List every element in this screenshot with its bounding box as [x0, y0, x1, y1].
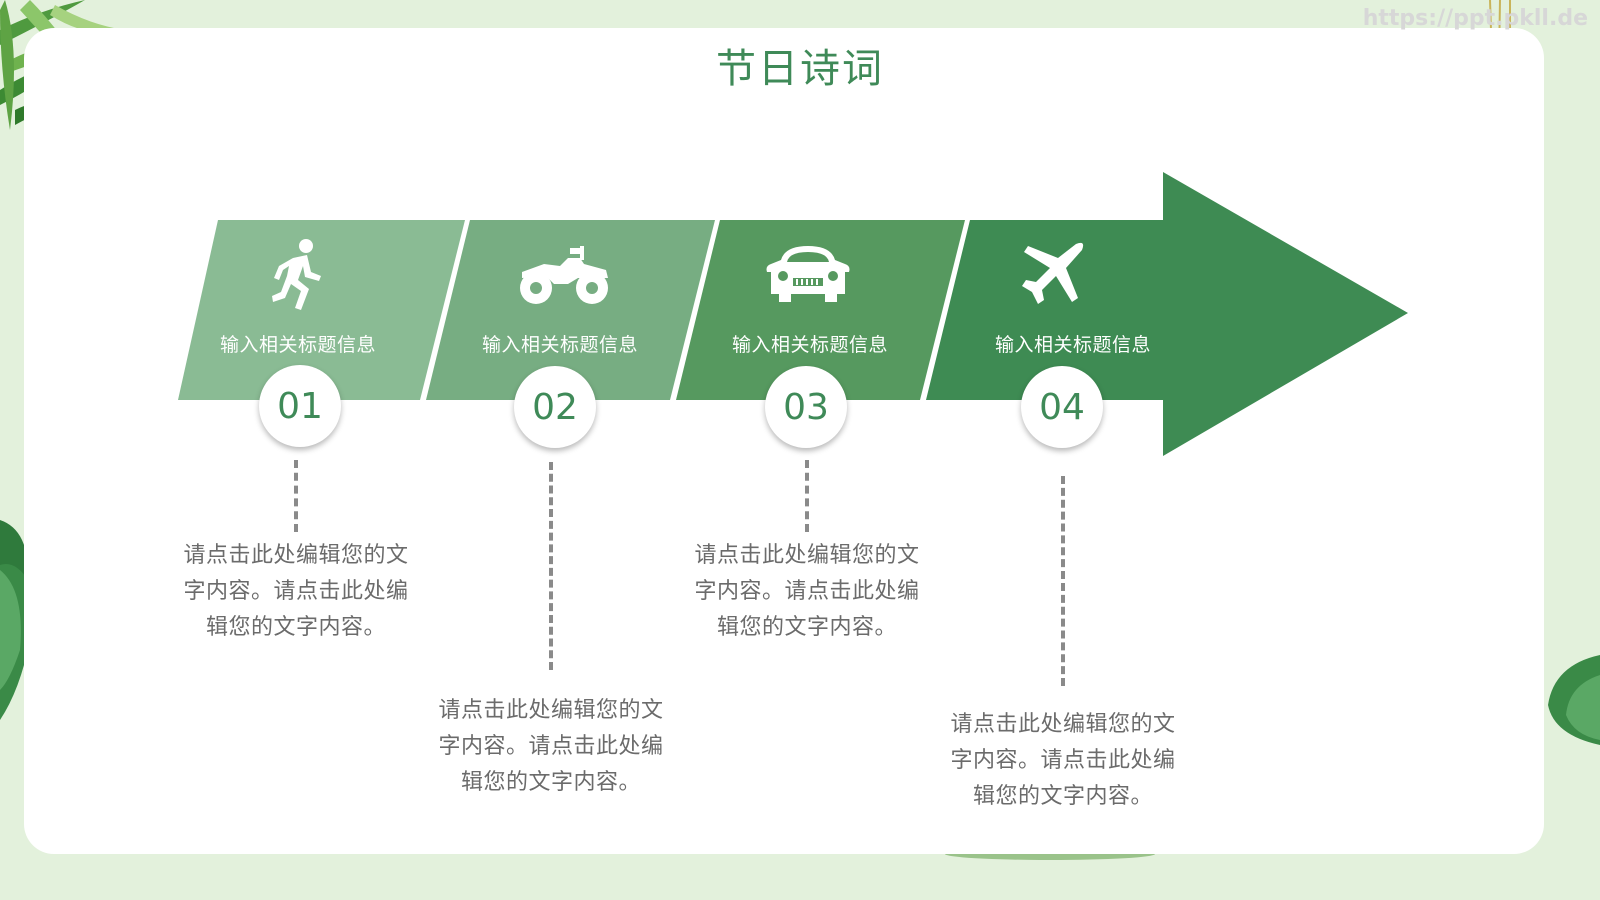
leaf-bush-decoration-right [1548, 655, 1600, 745]
step-3-title: 输入相关标题信息 [731, 334, 888, 356]
page-title: 节日诗词 [716, 46, 884, 92]
runner-icon [272, 239, 321, 310]
step-2-number: 02 [514, 366, 596, 448]
airplane-icon [1022, 242, 1084, 304]
step-1-connector [294, 460, 298, 532]
watermark-text: https://ppt.pkll.de [1362, 6, 1588, 31]
step-1-title: 输入相关标题信息 [219, 334, 376, 356]
step-3-description: 请点击此处编辑您的文字内容。请点击此处编辑您的文字内容。 [694, 543, 920, 640]
step-2-description: 请点击此处编辑您的文字内容。请点击此处编辑您的文字内容。 [438, 698, 664, 795]
car-front-icon [766, 246, 850, 302]
step-4-description: 请点击此处编辑您的文字内容。请点击此处编辑您的文字内容。 [950, 712, 1176, 809]
step-4-number: 04 [1021, 366, 1103, 448]
step-2-connector [549, 462, 553, 670]
step-2-title: 输入相关标题信息 [481, 334, 638, 356]
step-1-description: 请点击此处编辑您的文字内容。请点击此处编辑您的文字内容。 [183, 543, 409, 640]
atv-quad-bike-icon [520, 246, 608, 304]
arrow-segment-4-arrowhead [926, 172, 1408, 456]
step-4-title: 输入相关标题信息 [994, 334, 1151, 356]
step-3-number: 03 [765, 366, 847, 448]
step-4-connector [1061, 476, 1065, 686]
arrow-segment-3 [676, 220, 965, 400]
step-1-number: 01 [259, 365, 341, 447]
step-3-connector [805, 460, 809, 532]
arrow-segment-1 [178, 220, 465, 400]
arrow-segment-2 [426, 220, 715, 400]
